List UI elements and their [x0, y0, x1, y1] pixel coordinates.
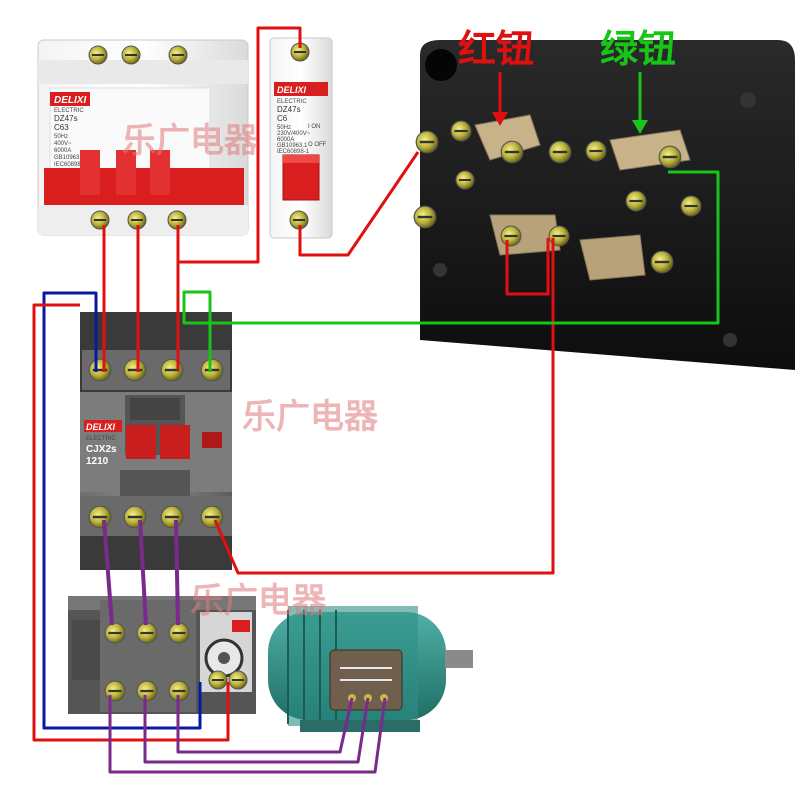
- brand-badge-3p: [50, 92, 90, 106]
- wire-red-outer: [32, 303, 230, 742]
- relay-reset-button[interactable]: [232, 620, 250, 632]
- model-contactor: CJX2s: [86, 444, 117, 455]
- wire-to-stop: [298, 151, 420, 257]
- breaker-1p-spec-line: IEC60898-1: [277, 149, 310, 155]
- wires: [32, 26, 720, 774]
- motor: [268, 606, 473, 732]
- brand-3p: DELIXI: [54, 95, 86, 106]
- breaker-1p-spec-line: GB10963.1: [277, 143, 308, 149]
- wire-m1: [108, 695, 387, 774]
- green-button-label: 绿钮: [600, 27, 676, 71]
- breaker-3p-spec-line: 6000A: [54, 148, 71, 154]
- on-label-1p: I ON: [308, 124, 320, 130]
- brand-sub-1p: ELECTRIC: [277, 99, 307, 105]
- wire-t1: [102, 519, 114, 626]
- wire-m2: [143, 695, 370, 764]
- rating-1p: C6: [277, 114, 288, 123]
- model-1p: DZ47s: [277, 105, 301, 114]
- breaker-3p-handle-bar[interactable]: [44, 168, 244, 206]
- wire-t2: [138, 519, 148, 626]
- brand-sub-contactor: ELECTRIC: [86, 436, 116, 442]
- watermark-2: 乐广电器: [242, 397, 379, 437]
- red-arrow-icon: [492, 72, 508, 126]
- brand-contactor: DELIXI: [86, 422, 116, 432]
- red-button-contact[interactable]: [474, 114, 541, 161]
- breaker-1-pole: DELIXI ELECTRIC DZ47s C6 50Hz230V/400V~6…: [269, 37, 333, 239]
- breaker-3p-spec-line: 50Hz: [54, 134, 68, 140]
- contactor-test-button[interactable]: [126, 425, 156, 459]
- off-label-1p: O OFF: [308, 142, 327, 148]
- number-contactor: 1210: [86, 456, 109, 467]
- green-arrow-icon: [632, 72, 648, 134]
- breaker-1p-spec-line: 230V/400V~: [277, 131, 311, 137]
- wire-box-bridge: [505, 238, 550, 296]
- pushbutton-station: [413, 40, 795, 370]
- wire-green-aux: [182, 170, 720, 372]
- brand-sub-3p: ELECTRIC: [54, 108, 84, 114]
- watermark-3: 乐广电器: [190, 581, 327, 621]
- breaker-3p-spec-line: IEC60898-1: [54, 162, 87, 168]
- rating-3p: C63: [54, 123, 69, 132]
- wire-m3: [176, 695, 354, 754]
- model-3p: DZ47s: [54, 114, 78, 123]
- breaker-3p-spec-line: 400V~: [54, 141, 72, 147]
- wire-coil: [213, 238, 555, 575]
- wire-t3: [174, 519, 180, 626]
- breaker-1p-spec-line: 50Hz: [277, 125, 291, 131]
- breaker-3-pole: DELIXI ELECTRIC DZ47s C63 50Hz400V~6000A…: [37, 39, 249, 236]
- red-button-label: 红钮: [458, 27, 534, 71]
- thermal-overload-relay: [68, 596, 256, 714]
- wire-blue: [42, 291, 202, 730]
- watermark-1: 乐广电器: [122, 121, 259, 161]
- brand-1p: DELIXI: [277, 85, 307, 95]
- wire-control-feed: [178, 26, 302, 264]
- breaker-1p-spec-line: 6000A: [277, 137, 294, 143]
- breaker-3p-spec-line: GB10963.1: [54, 155, 85, 161]
